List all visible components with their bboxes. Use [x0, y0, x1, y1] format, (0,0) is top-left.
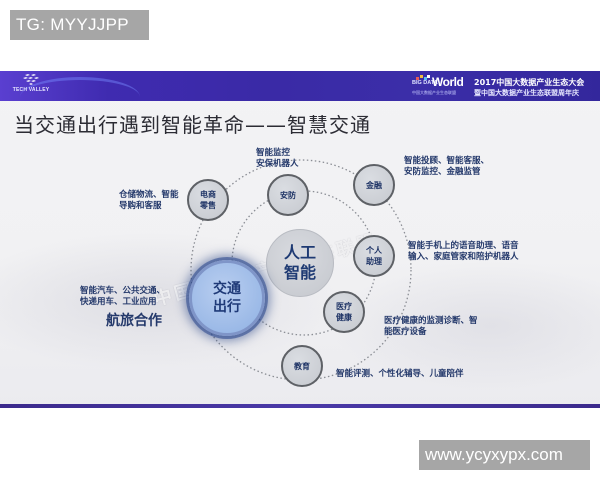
transport-emphasis: 航旅合作 — [106, 313, 162, 329]
retail-desc-line2: 导购和客服 — [119, 201, 162, 211]
tech-valley-text: TECH VALLEY — [12, 87, 50, 93]
security-description: 智能监控 安保机器人 — [256, 148, 299, 170]
assistant-label-line2: 助理 — [366, 257, 382, 266]
assistant-label-line1: 个人 — [366, 246, 382, 255]
retail-node: 电商 零售 — [187, 179, 229, 221]
education-label: 教育 — [294, 361, 310, 371]
finance-desc-line2: 安防监控、金融监管 — [404, 167, 481, 177]
conference-subtitle: 暨中国大数据产业生态联盟周年庆 — [474, 89, 579, 97]
education-node: 教育 — [281, 345, 323, 387]
transport-node: 交通 出行 — [189, 260, 265, 336]
health-desc-line2: 能医疗设备 — [384, 327, 427, 337]
finance-node: 金融 — [353, 164, 395, 206]
transport-desc-line1: 智能汽车、公共交通、 — [80, 286, 166, 296]
assistant-desc-line1: 智能手机上的语音助理、语音 — [408, 241, 519, 251]
retail-label-line1: 电商 — [200, 190, 216, 199]
presentation-slide: TECH VALLEY BIG DATA World 中国大数据产业生态联盟 2… — [0, 71, 600, 408]
health-label-line2: 健康 — [336, 313, 352, 322]
header-swoosh-decoration — [20, 77, 140, 117]
big-data-subtext: 中国大数据产业生态联盟 — [412, 90, 456, 95]
security-desc-line1: 智能监控 — [256, 148, 291, 158]
assistant-description: 智能手机上的语音助理、语音 输入、家庭管家和陪护机器人 — [408, 241, 519, 263]
slide-header-bar: TECH VALLEY BIG DATA World 中国大数据产业生态联盟 2… — [0, 71, 600, 101]
security-node: 安防 — [267, 174, 309, 216]
education-description: 智能评测、个性化辅导、儿童陪伴 — [336, 369, 464, 380]
tech-valley-logo: TECH VALLEY — [4, 73, 58, 99]
ai-label-line1: 人工 — [283, 243, 316, 262]
retail-label-line2: 零售 — [200, 201, 216, 210]
assistant-desc-line2: 输入、家庭管家和陪护机器人 — [408, 252, 519, 262]
security-label: 安防 — [280, 190, 296, 200]
transport-description: 智能汽车、公共交通、 快递用车、工业应用 — [80, 286, 165, 308]
ai-label-line2: 智能 — [283, 263, 316, 282]
tag-watermark-badge: TG: MYYJJPP — [10, 10, 149, 40]
transport-label-line2: 出行 — [213, 299, 241, 315]
transport-desc-line2: 快递用车、工业应用 — [80, 297, 157, 307]
health-label-line1: 医疗 — [336, 302, 352, 311]
finance-label: 金融 — [366, 180, 382, 190]
healthcare-node: 医疗 健康 — [323, 291, 365, 333]
security-desc-line2: 安保机器人 — [256, 159, 299, 169]
personal-assistant-node: 个人 助理 — [353, 235, 395, 277]
conference-title: 2017中国大数据产业生态大会 — [474, 78, 585, 87]
retail-description: 仓储物流、智能 导购和客服 — [119, 190, 179, 212]
health-desc-line1: 医疗健康的监测诊断、智 — [384, 316, 478, 326]
tech-valley-cube-icon — [23, 74, 39, 85]
health-description: 医疗健康的监测诊断、智 能医疗设备 — [384, 316, 478, 338]
big-data-text: BIG DATA — [412, 80, 438, 86]
url-watermark-badge: www.ycyxypx.com — [419, 440, 590, 470]
big-data-world-logo: BIG DATA World 中国大数据产业生态联盟 — [412, 75, 472, 99]
big-data-cube-icon — [416, 75, 430, 80]
finance-description: 智能投顾、智能客服、 安防监控、金融监管 — [404, 156, 489, 178]
world-text: World — [432, 75, 464, 89]
retail-desc-line1: 仓储物流、智能 — [119, 190, 179, 200]
finance-desc-line1: 智能投顾、智能客服、 — [404, 156, 490, 166]
background-mist — [330, 261, 600, 391]
slide-bottom-line — [0, 404, 600, 408]
slide-title: 当交通出行遇到智能革命——智慧交通 — [14, 113, 371, 137]
ai-center-node: 人工 智能 — [266, 229, 334, 297]
education-desc-line1: 智能评测、个性化辅导、儿童陪伴 — [336, 369, 464, 379]
transport-label-line1: 交通 — [213, 281, 241, 297]
